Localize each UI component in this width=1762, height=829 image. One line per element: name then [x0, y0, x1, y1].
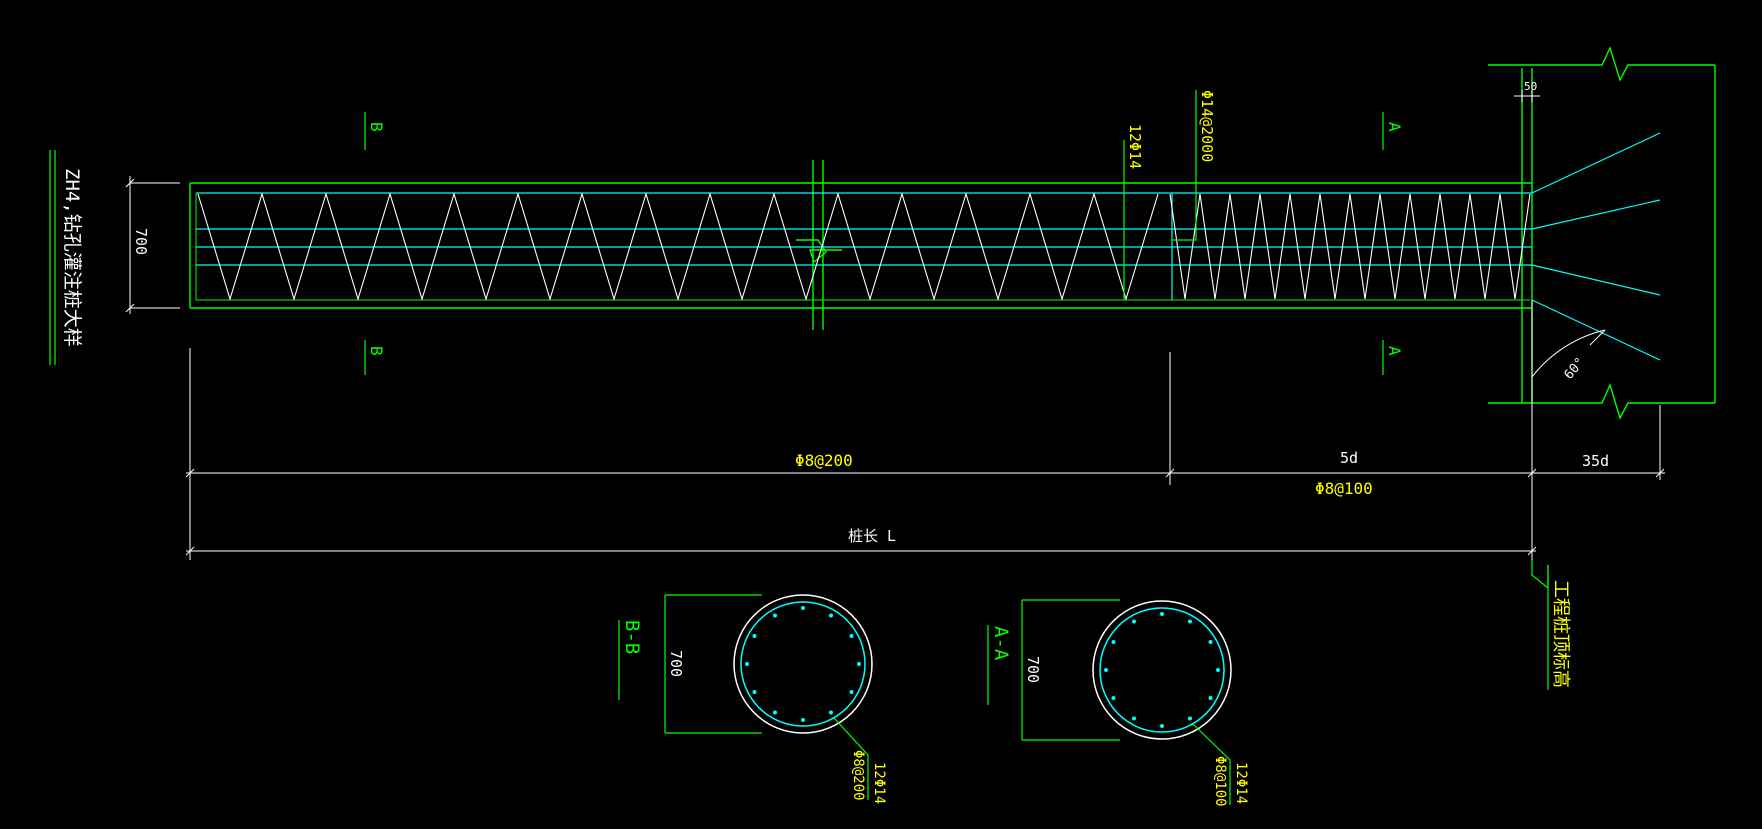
rebar-dot	[752, 690, 757, 694]
spiral-normal-label: Φ8@200	[795, 451, 853, 470]
pile-outline	[189, 46, 1716, 420]
rebar-dot	[829, 710, 833, 715]
section-aa-main-label: 12Φ14	[1233, 762, 1249, 804]
rebar-dot	[773, 710, 777, 715]
cap-dimensions	[1514, 90, 1606, 378]
length-dimensions	[185, 300, 1665, 560]
pile-top-marker	[1531, 560, 1549, 690]
section-aa-title: A-A	[990, 626, 1012, 661]
rebar-dot	[1160, 724, 1164, 728]
section-bb	[618, 594, 873, 800]
rebar-dot	[1111, 640, 1116, 644]
rebar-dot	[752, 634, 757, 638]
section-aa-diameter: 700	[1024, 656, 1042, 683]
title-block: ZH4,钻孔灌注桩大样	[49, 150, 83, 365]
section-a-bottom-mark: A	[1385, 346, 1404, 356]
pile-length-label: 桩长 L	[848, 527, 896, 545]
dense-length-label: 5d	[1340, 449, 1358, 467]
section-aa-bars	[1104, 612, 1220, 728]
rebar-dot	[1132, 716, 1136, 721]
section-bb-title: B-B	[621, 620, 643, 654]
drawing-title: ZH4,钻孔灌注桩大样	[61, 168, 83, 347]
section-b-top-mark: B	[367, 122, 386, 132]
pile-break-symbol	[796, 160, 842, 330]
rebar-dot	[1216, 668, 1220, 672]
longitudinal-rebars	[196, 132, 1661, 361]
section-bb-main-label: 12Φ14	[871, 762, 887, 804]
section-bb-stirrup-label: Φ8@200	[850, 750, 866, 801]
rebar-dot	[1208, 640, 1213, 644]
stiffener-label: Φ14@2000	[1198, 90, 1216, 162]
section-a-top-mark: A	[1385, 122, 1404, 132]
spiral-stirrups	[197, 192, 1531, 301]
rebar-leaders	[1123, 90, 1197, 300]
rebar-dot	[829, 613, 833, 618]
rebar-dot	[857, 662, 861, 666]
rebar-dot	[1208, 696, 1213, 700]
angle-label: 60°	[1562, 355, 1589, 383]
spiral-dense-zone	[1169, 193, 1531, 300]
pile-top-label: 工程桩顶标高	[1550, 580, 1571, 688]
section-aa	[987, 599, 1232, 805]
rebar-dot	[801, 606, 805, 610]
rebar-dot	[1160, 612, 1164, 616]
cover-label: 50	[1524, 80, 1537, 93]
rebar-dot	[1188, 716, 1192, 721]
rebar-dot	[1111, 696, 1116, 700]
spiral-normal-zone	[197, 192, 1159, 301]
rebar-dot	[1132, 619, 1136, 624]
rebar-dot	[1188, 619, 1192, 624]
main-bar-label: 12Φ14	[1126, 124, 1144, 169]
anchor-length-label: 35d	[1582, 452, 1609, 470]
section-b-bottom-mark: B	[367, 346, 386, 356]
section-bb-diameter: 700	[667, 650, 685, 677]
rebar-dot	[1104, 668, 1108, 672]
rebar-dot	[745, 662, 749, 666]
section-aa-stirrup-label: Φ8@100	[1212, 756, 1228, 807]
diameter-label: 700	[132, 228, 150, 255]
section-bb-bars	[745, 606, 861, 722]
rebar-dot	[801, 718, 805, 722]
rebar-dot	[849, 634, 854, 638]
rebar-dot	[773, 613, 777, 618]
section-markers	[364, 112, 1384, 375]
diameter-dimension	[125, 176, 180, 314]
rebar-dot	[849, 690, 854, 694]
spiral-dense-label: Φ8@100	[1315, 479, 1373, 498]
